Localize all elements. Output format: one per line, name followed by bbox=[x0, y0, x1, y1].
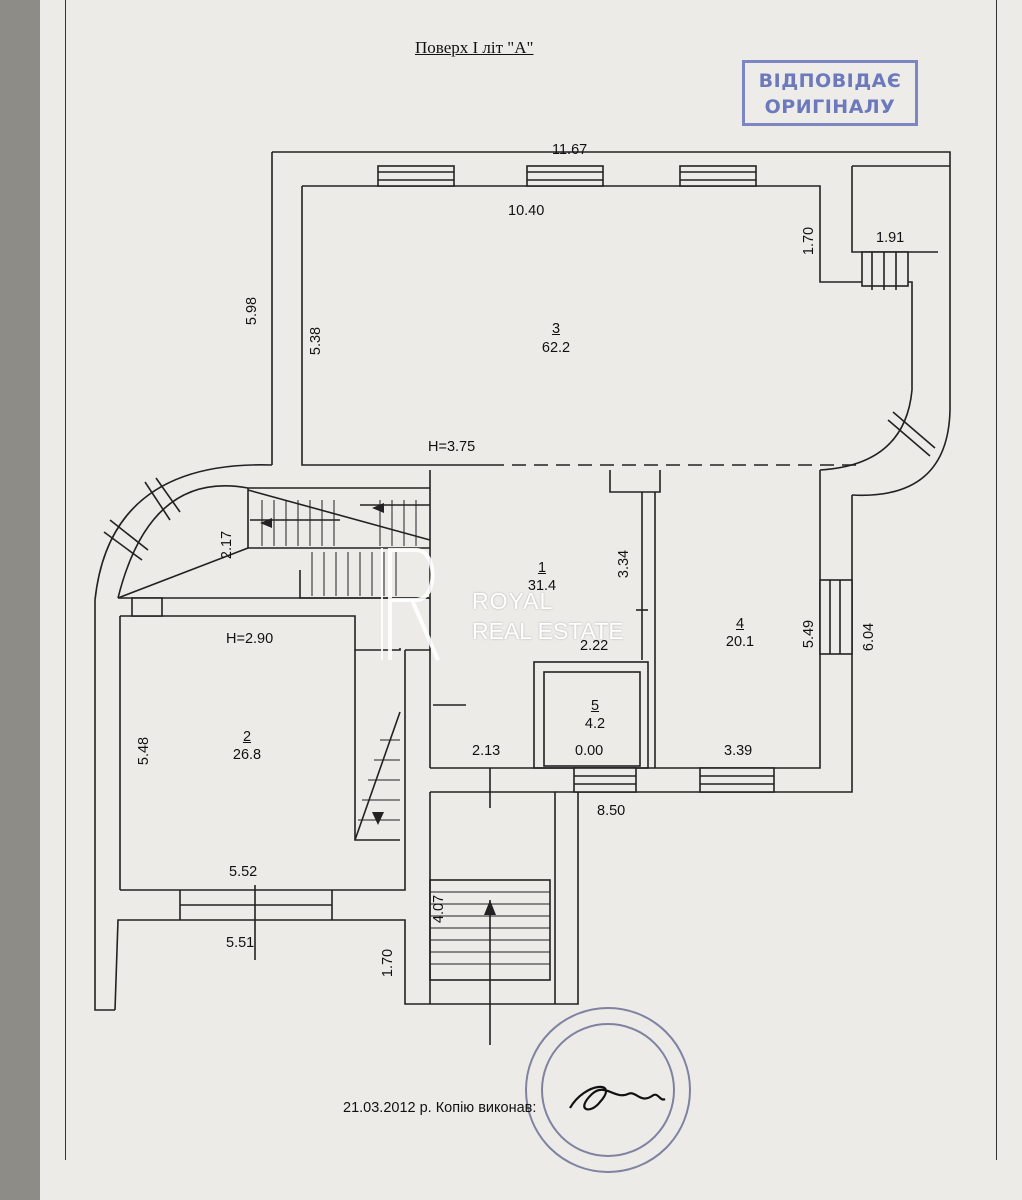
stamp-line-1: ВІДПОВІДАЄ bbox=[758, 70, 902, 92]
approval-stamp: ВІДПОВІДАЄ ОРИГІНАЛУ bbox=[742, 60, 918, 126]
dimension-room5-width: 2.22 bbox=[580, 638, 609, 654]
room-number-1: 1 bbox=[537, 560, 547, 576]
room-area-5: 4.2 bbox=[584, 716, 606, 732]
dimension-stair: 2.17 bbox=[219, 530, 236, 560]
dimension-room5-zero: 0.00 bbox=[575, 743, 604, 759]
dimension-left-inner: 5.38 bbox=[308, 326, 325, 356]
dimension-top-inner: 10.40 bbox=[508, 203, 545, 219]
room-number-5: 5 bbox=[590, 698, 600, 714]
dimension-corner-width: 1.91 bbox=[876, 230, 905, 246]
dimension-left-outer: 5.98 bbox=[244, 296, 261, 326]
height-lower: H=2.90 bbox=[226, 631, 274, 647]
dimension-bottom: 1.70 bbox=[380, 948, 397, 978]
room-number-2: 2 bbox=[242, 729, 252, 745]
plan-title: Поверх І літ "А" bbox=[415, 38, 534, 57]
dimension-room2-inner-width: 5.52 bbox=[229, 864, 258, 880]
watermark-logo-icon bbox=[381, 548, 440, 661]
dimension-room4-height: 5.49 bbox=[801, 619, 818, 649]
dimension-room2-height: 5.48 bbox=[136, 736, 153, 766]
room-area-3: 62.2 bbox=[541, 340, 571, 356]
signature bbox=[569, 1085, 666, 1111]
dimension-room4-width: 3.39 bbox=[724, 743, 753, 759]
room-number-3: 3 bbox=[551, 321, 561, 337]
watermark-real-estate: REAL ESTATE bbox=[472, 618, 624, 644]
dimension-right-outer: 6.04 bbox=[861, 622, 878, 652]
page-frame bbox=[65, 0, 997, 1160]
dimension-porch-length: 4.07 bbox=[431, 894, 448, 924]
stamp-line-2: ОРИГІНАЛУ bbox=[764, 96, 896, 118]
dimension-hall-width: 2.13 bbox=[472, 743, 501, 759]
watermark-royal: ROYAL bbox=[472, 588, 554, 614]
copy-footer: 21.03.2012 р. Копію виконав: bbox=[343, 1100, 537, 1116]
height-main: H=3.75 bbox=[428, 439, 476, 455]
dimension-bottom-wall: 8.50 bbox=[597, 803, 626, 819]
watermark: ROYAL REAL ESTATE bbox=[376, 540, 656, 670]
dimension-top-outer: 11.67 bbox=[552, 142, 588, 158]
room-number-4: 4 bbox=[735, 616, 745, 632]
room-area-2: 26.8 bbox=[232, 747, 262, 763]
dimension-corner-height: 1.70 bbox=[801, 226, 818, 256]
dimension-room2-outer-width: 5.51 bbox=[226, 935, 255, 951]
room-area-4: 20.1 bbox=[725, 634, 755, 650]
document-sheet bbox=[40, 0, 1022, 1200]
room-area-1: 31.4 bbox=[527, 578, 557, 594]
